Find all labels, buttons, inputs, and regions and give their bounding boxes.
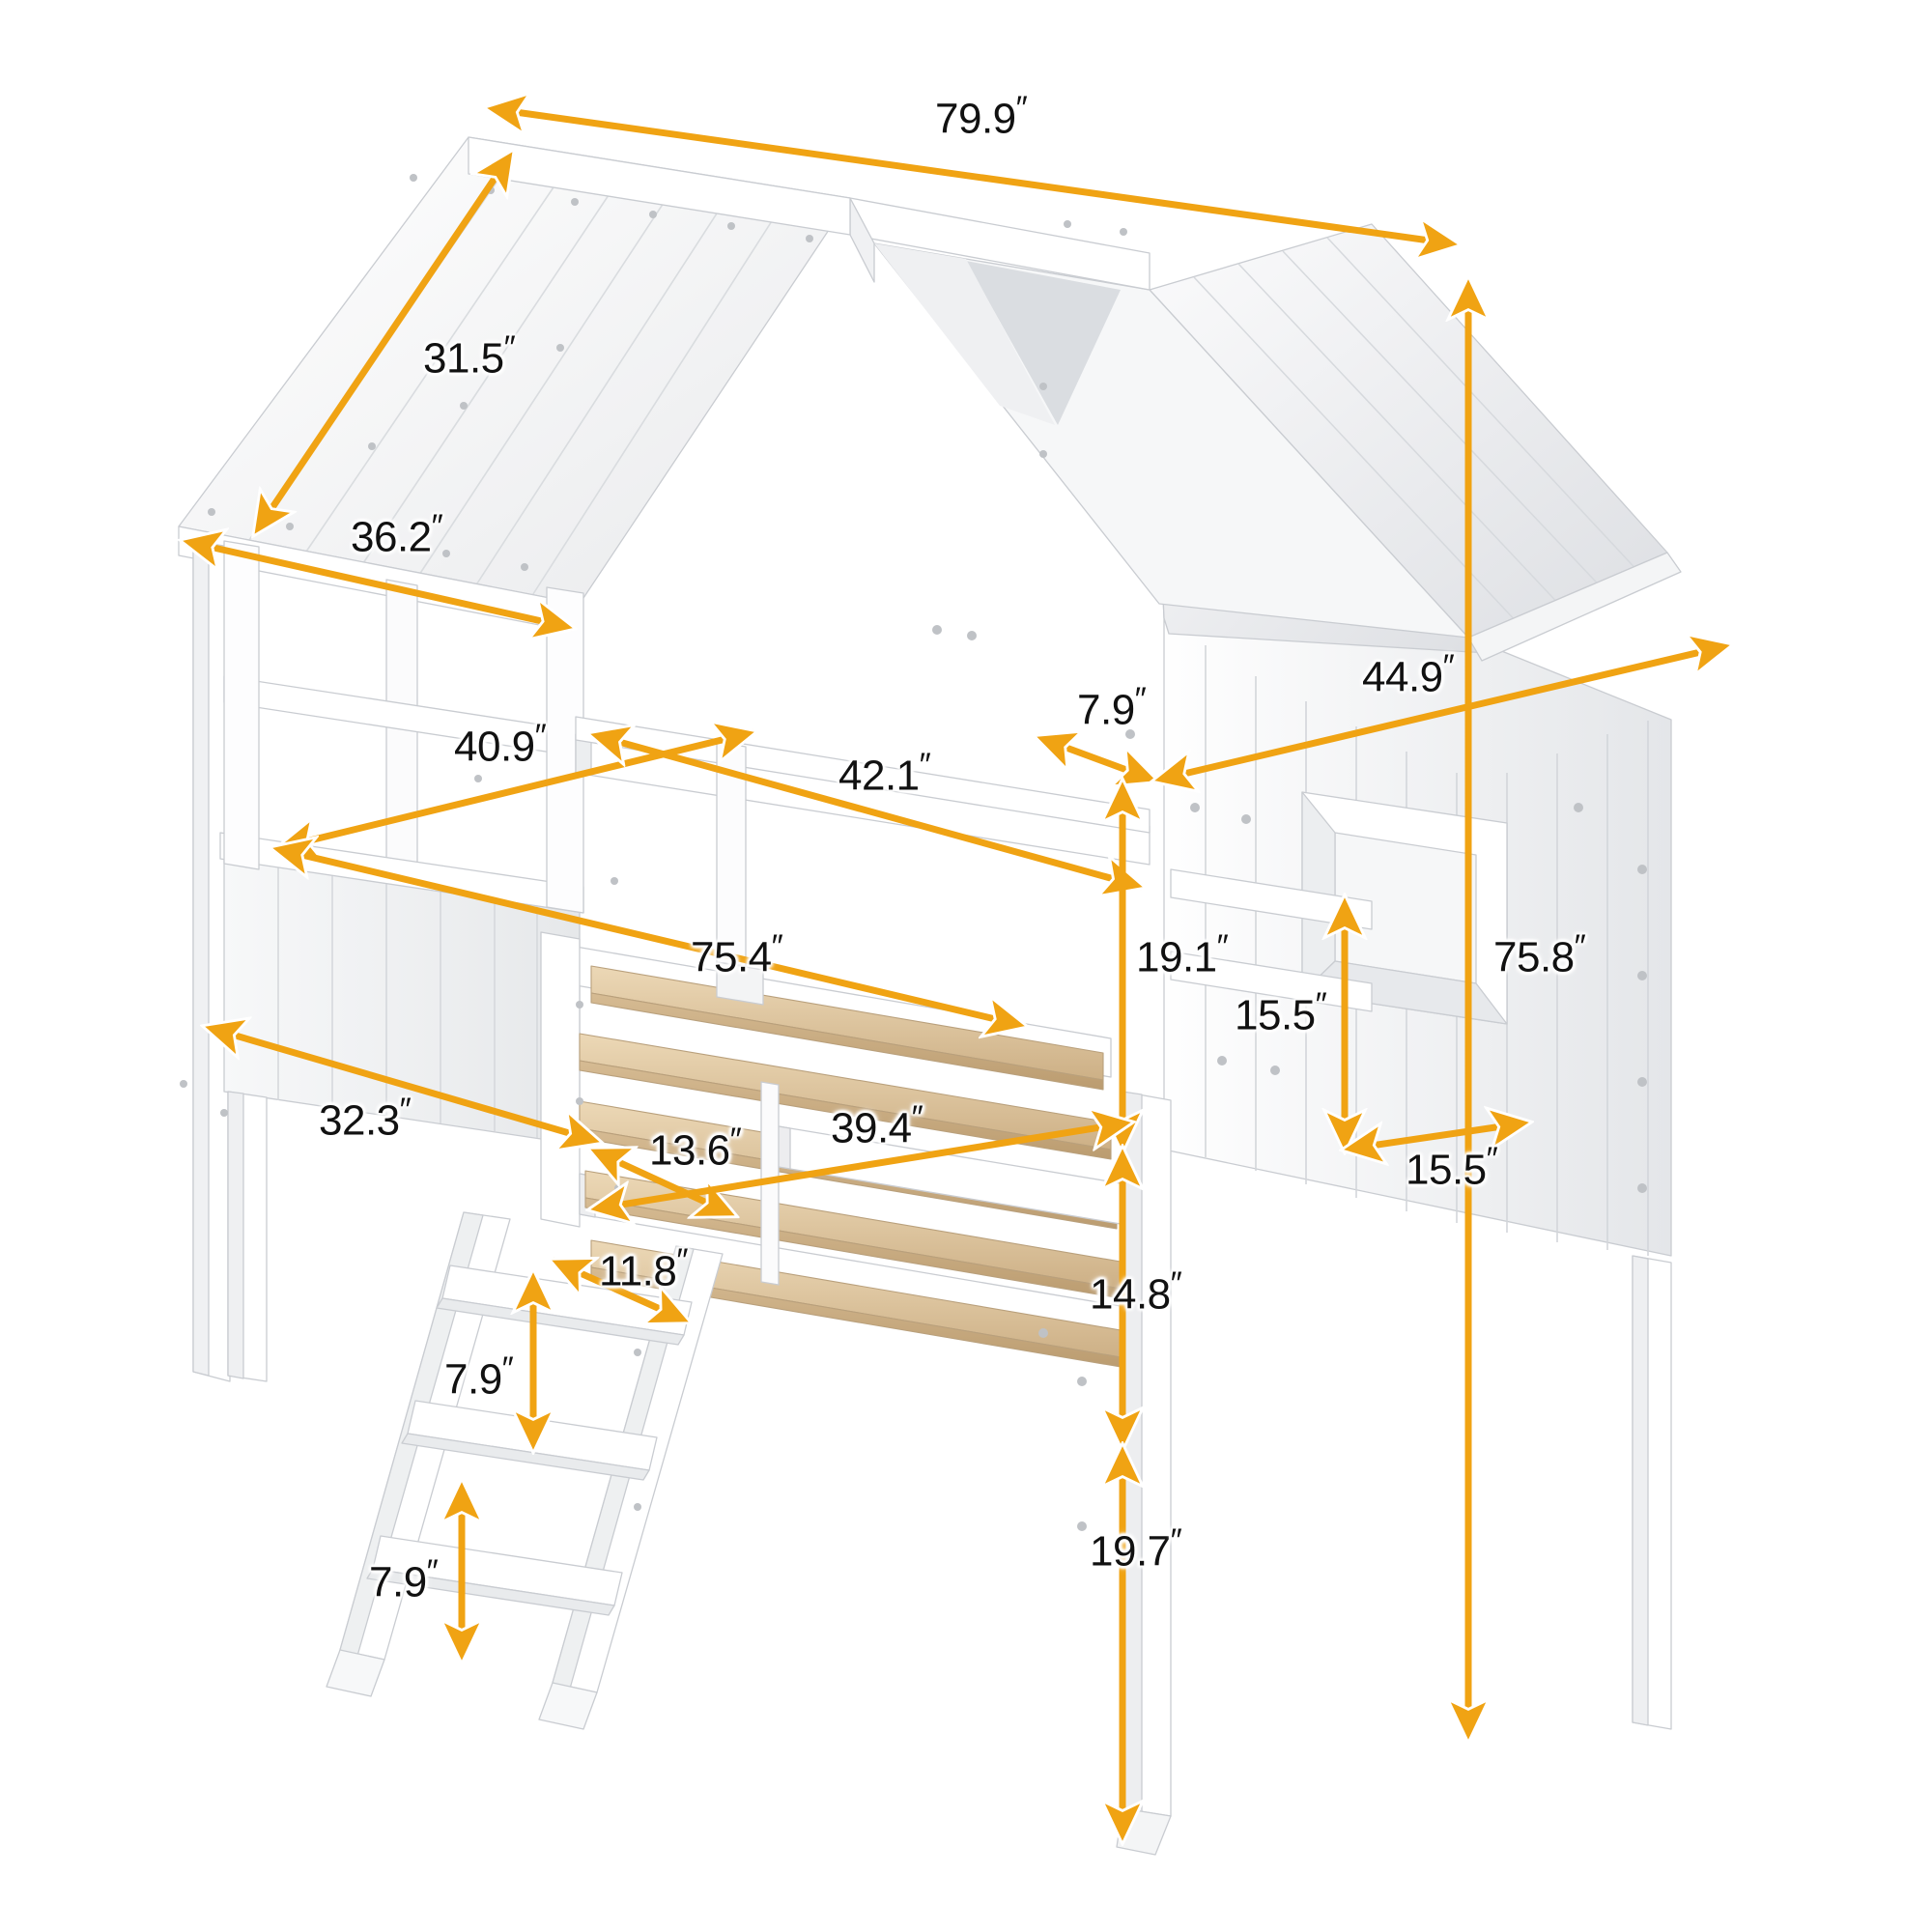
arrow-roof-overall-width xyxy=(488,108,1457,244)
arrow-frame-width-rail xyxy=(591,734,1142,887)
arrow-house-side-length xyxy=(1155,645,1729,781)
arrow-side-panel-length xyxy=(206,1027,599,1142)
arrow-roof-slope-left xyxy=(255,153,512,533)
arrow-frame-width-outer xyxy=(278,732,753,848)
arrow-bed-length xyxy=(273,848,1024,1026)
arrow-mattress-width xyxy=(591,1122,1130,1209)
arrow-roof-eave-depth-right xyxy=(1037,737,1155,781)
arrow-ladder-step-width xyxy=(553,1261,688,1321)
arrow-roof-eave-depth-left xyxy=(184,541,572,628)
arrow-window-width xyxy=(1345,1122,1528,1150)
